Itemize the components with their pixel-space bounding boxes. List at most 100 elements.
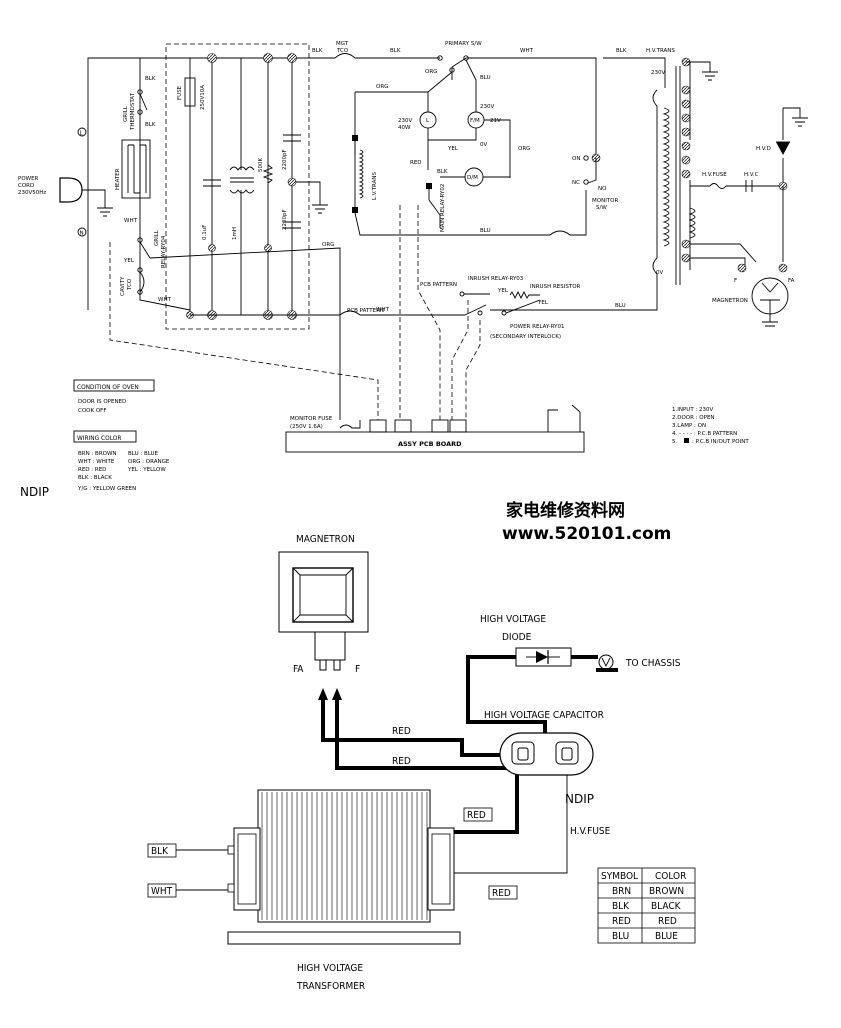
cavity-tco-label-2: TCO: [127, 278, 133, 291]
power-relay-label: POWER RELAY-RY01: [510, 324, 564, 330]
wire-label-yel: YEL: [537, 300, 549, 306]
inrush-relay-label: INRUSH RELAY-RY03: [468, 276, 524, 282]
symbol-color-table: SYMBOL COLOR BRN BROWN BLK BLACK RED RED…: [597, 867, 696, 944]
wire-label-blk: BLK: [145, 122, 156, 128]
power-plug-symbol: [59, 177, 83, 203]
neutral-terminal-label: N: [80, 231, 84, 237]
monitor-fuse-label: MONITOR FUSE: [290, 416, 333, 422]
watermark-ndip: NDIP: [565, 792, 594, 806]
mgt-tco-label-2: TCO: [336, 48, 349, 54]
wire-label-blk: BLK: [312, 48, 323, 54]
fan-motor-label: F/M: [470, 118, 480, 124]
lv-transformer-label: L.V.TRANS: [372, 172, 378, 200]
pcb-pattern-label: PCB PATTERN: [420, 282, 457, 288]
schematic: MGT TCO PRIMARY S/W GRILL THERMOSTAT FUS…: [18, 41, 808, 492]
table-cell: BLUE: [655, 931, 678, 942]
watermark-ndip: NDIP: [20, 485, 49, 499]
wire-label-blu: BLU: [615, 303, 626, 309]
lv-transformer-coil: [358, 149, 364, 199]
lamp-label: L: [426, 118, 430, 124]
wire-label-wht: WHT: [520, 48, 534, 54]
wiring-color-entry: YEL : YELLOW: [127, 467, 166, 473]
fuse-label: FUSE: [177, 85, 183, 100]
hv-diode-label: H.V.D: [756, 146, 771, 152]
wiring-color-title: WIRING COLOR: [77, 434, 121, 442]
fan-motor-voltage-label: 21V: [490, 118, 501, 124]
choke-label: 1mH: [232, 227, 238, 240]
wiring-color-entry: RED : RED: [78, 467, 106, 473]
to-chassis-label: TO CHASSIS: [625, 658, 681, 669]
mgt-tco-symbol: [334, 53, 356, 59]
hv-fuse-label: H.V.FUSE: [702, 172, 727, 178]
wire-label-red: RED: [392, 726, 411, 737]
table-header: COLOR: [655, 871, 686, 882]
condition-title: CONDITION OF OVEN: [77, 383, 139, 391]
monitor-switch-label: MONITOR: [592, 198, 618, 204]
wire-label-blk: BLK: [145, 76, 156, 82]
wire-label-blu: BLU: [480, 228, 491, 234]
wiring-color-entry: BLK : BLACK: [78, 475, 112, 481]
watermark-site-url: www.520101.com: [502, 524, 671, 544]
wire-label-red: RED: [492, 888, 511, 899]
fan-motor-voltage-label: 0V: [480, 142, 487, 148]
note-line: 5.: [672, 439, 677, 445]
table-cell: BROWN: [649, 886, 684, 897]
fuse-symbol: [184, 77, 196, 107]
resistor-500k: [262, 164, 274, 184]
pcb-io-point: [426, 183, 432, 189]
magnetron-fa-terminal: FA: [293, 664, 304, 675]
fan-motor-voltage-label: 230V: [480, 104, 494, 110]
transformer-0v-label: 0V: [656, 270, 663, 276]
capacitor-2200pf-label: 2200pF: [282, 209, 288, 230]
wire-label-wht: WHT: [124, 218, 138, 224]
hv-transformer-label: H.V.TRANS: [646, 48, 675, 54]
hv-diode-symbol: [776, 142, 790, 155]
wire-label-yel: YEL: [497, 288, 509, 294]
live-terminal-label: L: [80, 131, 84, 137]
table-cell: BRN: [612, 886, 631, 897]
switch-nc-label: NC: [572, 180, 580, 186]
wiring-color-entry: WHT : WHITE: [78, 459, 115, 465]
watermark-site-cn: 家电维修资料网: [506, 500, 625, 521]
heater-label: HEATER: [115, 168, 121, 190]
inrush-resistor: [509, 290, 540, 300]
capacitor-01uf: [203, 179, 221, 187]
transformer-lamination: [261, 792, 428, 920]
capacitor-2200pf-label: 2200pF: [282, 149, 288, 170]
power-cord-label-2: CORD: [18, 183, 34, 189]
hv-section: MAGNETRON FA F RED RED RED HIGH VOLTAGE …: [147, 534, 681, 992]
condition-line: COOK OFF: [78, 408, 107, 414]
monitor-switch-label-2: S/W: [596, 205, 607, 211]
heater-symbol: [121, 139, 151, 199]
wiring-color-entry: BLU : BLUE: [128, 451, 159, 457]
capacitor-2200pf-2: [283, 221, 301, 229]
pcb-io-legend-square: [684, 438, 689, 443]
wire-label-yel: YEL: [123, 258, 135, 264]
wire-label-org: ORG: [518, 146, 530, 152]
hv-transformer-core: [257, 789, 431, 923]
note-line: : P.C.B IN/OUT POINT: [692, 439, 749, 445]
grill-relay-label: GRILL: [154, 229, 160, 246]
pcb-io-point: [352, 135, 358, 141]
assy-pcb-label: ASSY PCB BOARD: [398, 440, 462, 448]
wiring-color-entry: Y/G : YELLOW GREEN: [77, 486, 136, 492]
capacitor-01uf-label: 0.1uF: [202, 225, 208, 240]
power-cord-label: POWER: [18, 176, 39, 182]
note-line: 1.INPUT : 230V: [672, 407, 714, 413]
hv-diode-title-2: DIODE: [502, 632, 532, 643]
transformer-base: [227, 931, 461, 945]
lamp-voltage-label: 230V: [398, 118, 412, 124]
resistor-500k-label: 500K: [258, 158, 264, 172]
magnetron-f-label: F: [734, 278, 737, 284]
pcb-pattern-label: PCB PATTERN: [347, 308, 384, 314]
magnetron-title: MAGNETRON: [296, 534, 355, 545]
monitor-fuse-rating: (250V 1.6A): [290, 424, 323, 430]
inrush-resistor-label: INRUSH RESISTOR: [530, 284, 581, 290]
wire-label-red: RED: [392, 756, 411, 767]
note-line: 2.DOOR : OPEN: [672, 415, 715, 421]
magnetron-label: MAGNETRON: [712, 298, 748, 304]
wire-label-blk: BLK: [437, 169, 448, 175]
power-cord-label-3: 230V50Hz: [18, 190, 46, 196]
wire-label: ORG: [322, 242, 334, 248]
transformer-wht-label: WHT: [151, 886, 173, 897]
